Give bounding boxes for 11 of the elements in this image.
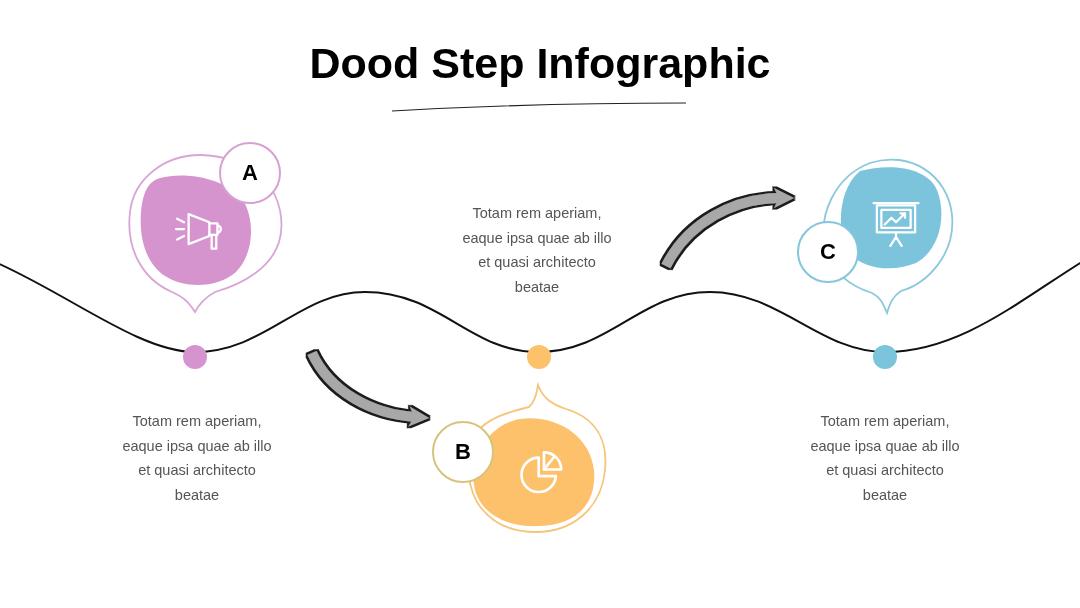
curved-arrow (661, 188, 794, 269)
step-letter: A (219, 142, 281, 204)
step-letter: C (797, 221, 859, 283)
speech-bubble (796, 157, 956, 317)
step-description: Totam rem aperiam, eaque ipsa quae ab illo et quasi architecto beatae (121, 412, 273, 505)
curved-arrow (307, 350, 429, 427)
step-description: Totam rem aperiam, eaque ipsa quae ab illo et quasi architecto beatae (461, 204, 613, 297)
step-letter: B (432, 421, 494, 483)
step-description: Totam rem aperiam, eaque ipsa quae ab illo et quasi architecto beatae (809, 412, 961, 505)
title: Dood Step Infographic (309, 42, 771, 85)
speech-bubble (431, 382, 609, 535)
